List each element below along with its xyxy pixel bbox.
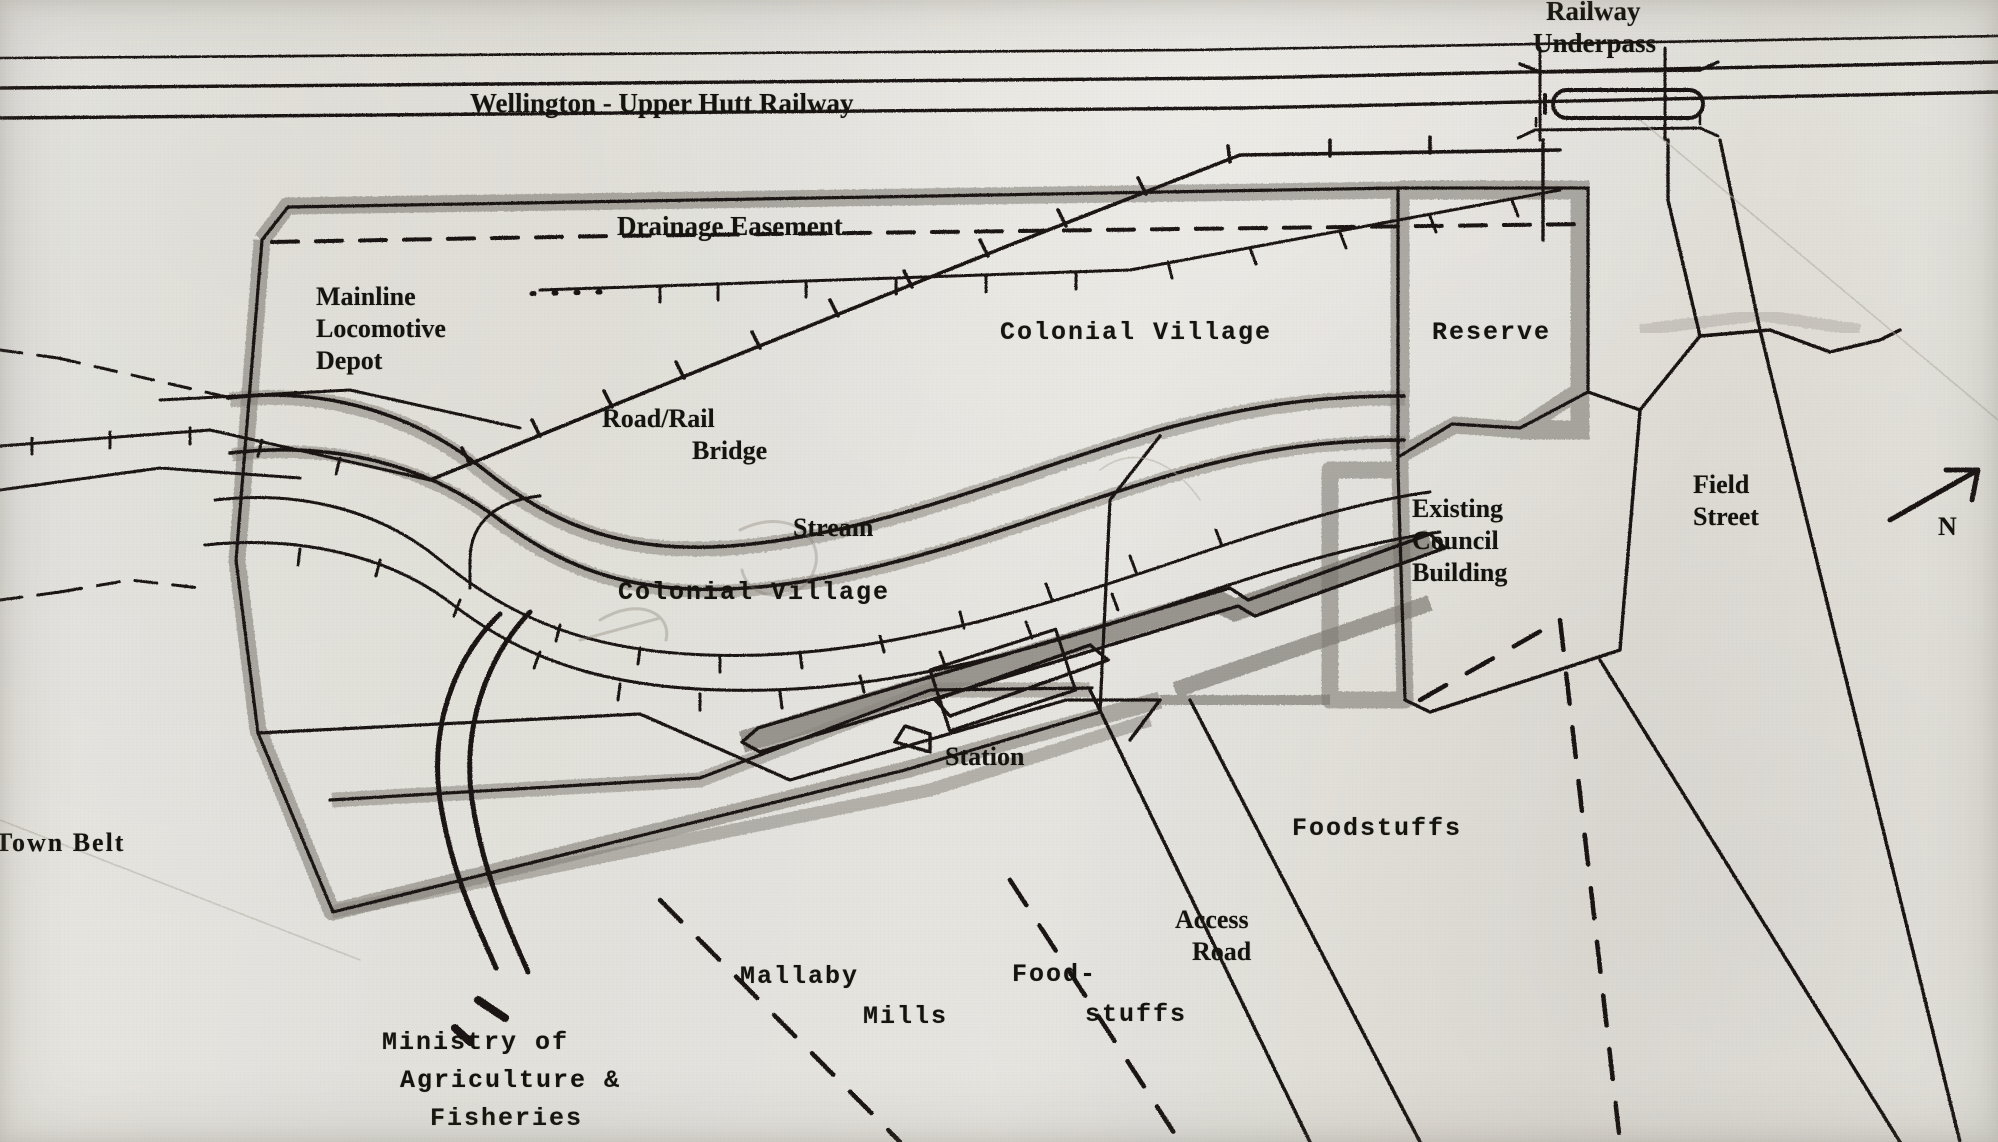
label-foodstuffs-right: Foodstuffs — [1292, 814, 1463, 843]
label-foodstuffs-lower-line1: Food- — [1012, 960, 1098, 989]
label-reserve: Reserve — [1432, 318, 1552, 347]
label-railway-underpass-line2: Underpass — [1533, 28, 1657, 58]
label-existing-council-line1: Existing — [1412, 494, 1504, 523]
label-depot-line1: Mainline — [316, 282, 416, 311]
label-maf-line1: Ministry of — [382, 1028, 570, 1057]
label-stream: Stream — [793, 513, 874, 542]
label-access-road-line2: Road — [1192, 937, 1252, 966]
label-main-railway: Wellington - Upper Hutt Railway — [470, 88, 854, 118]
label-depot-line2: Locomotive — [316, 314, 446, 343]
label-foodstuffs-lower-line2: stuffs — [1085, 1000, 1188, 1029]
label-colonial-village-north: Colonial Village — [1000, 318, 1273, 347]
label-drainage-easement: Drainage Easement — [617, 211, 843, 241]
label-field-street-line1: Field — [1693, 470, 1750, 499]
label-field-street-line2: Street — [1693, 502, 1759, 531]
label-depot-line3: Depot — [316, 346, 383, 375]
label-mallaby-mills-line2: Mills — [863, 1002, 949, 1031]
label-maf-line2: Agriculture & — [400, 1066, 622, 1095]
label-road-rail-bridge-line2: Bridge — [692, 436, 768, 465]
label-north: N — [1938, 512, 1957, 541]
label-railway-underpass-line1: Railway — [1546, 0, 1641, 26]
label-station: Station — [945, 742, 1025, 771]
label-existing-council-line2: Council — [1412, 526, 1499, 555]
label-mallaby-mills-line1: Mallaby — [740, 962, 860, 991]
label-access-road-line1: Access — [1175, 905, 1249, 934]
label-colonial-village-south: Colonial Village — [618, 578, 891, 607]
label-road-rail-bridge-line1: Road/Rail — [602, 404, 715, 433]
label-existing-council-line3: Building — [1412, 558, 1508, 587]
label-town-belt: Town Belt — [0, 828, 126, 857]
label-maf-line3: Fisheries — [430, 1104, 584, 1133]
